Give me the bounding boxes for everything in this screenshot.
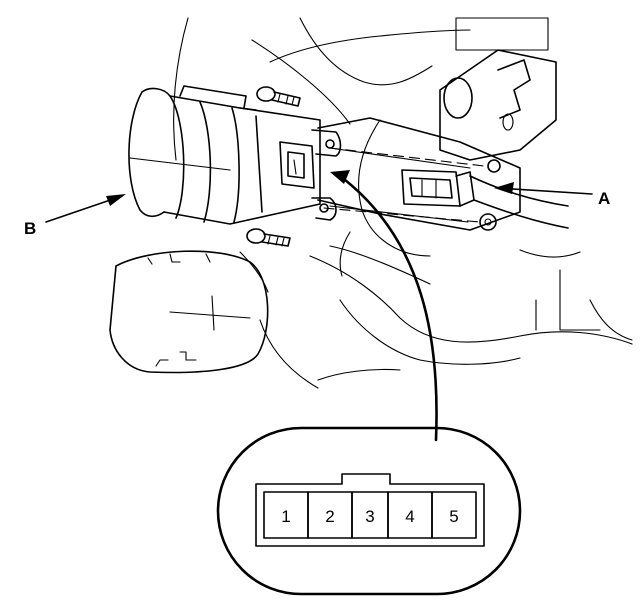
upper-right-bracket <box>439 49 557 161</box>
harness-cable <box>469 175 569 229</box>
upper-screw <box>256 86 301 107</box>
pin-5-label: 5 <box>449 507 458 526</box>
cruise-switch-body <box>128 85 342 225</box>
lower-screw <box>246 228 291 247</box>
connector-a <box>401 169 475 207</box>
cover-panel <box>109 250 269 374</box>
connector-face <box>255 473 485 547</box>
pin-1-label: 1 <box>281 507 290 526</box>
callout-a-label: A <box>598 189 610 208</box>
pin-2-label: 2 <box>325 507 334 526</box>
connector-inset-frame <box>216 426 522 596</box>
mounting-plate <box>317 117 521 231</box>
callout-a-pointer <box>494 182 593 195</box>
pin-3-label: 3 <box>365 507 374 526</box>
callout-b-pointer <box>45 194 126 223</box>
alignment-lines <box>323 147 485 223</box>
column-background-outlines <box>173 17 633 389</box>
connector-leader <box>330 170 438 442</box>
pin-4-label: 4 <box>405 507 414 526</box>
callout-b-label: B <box>24 219 36 238</box>
